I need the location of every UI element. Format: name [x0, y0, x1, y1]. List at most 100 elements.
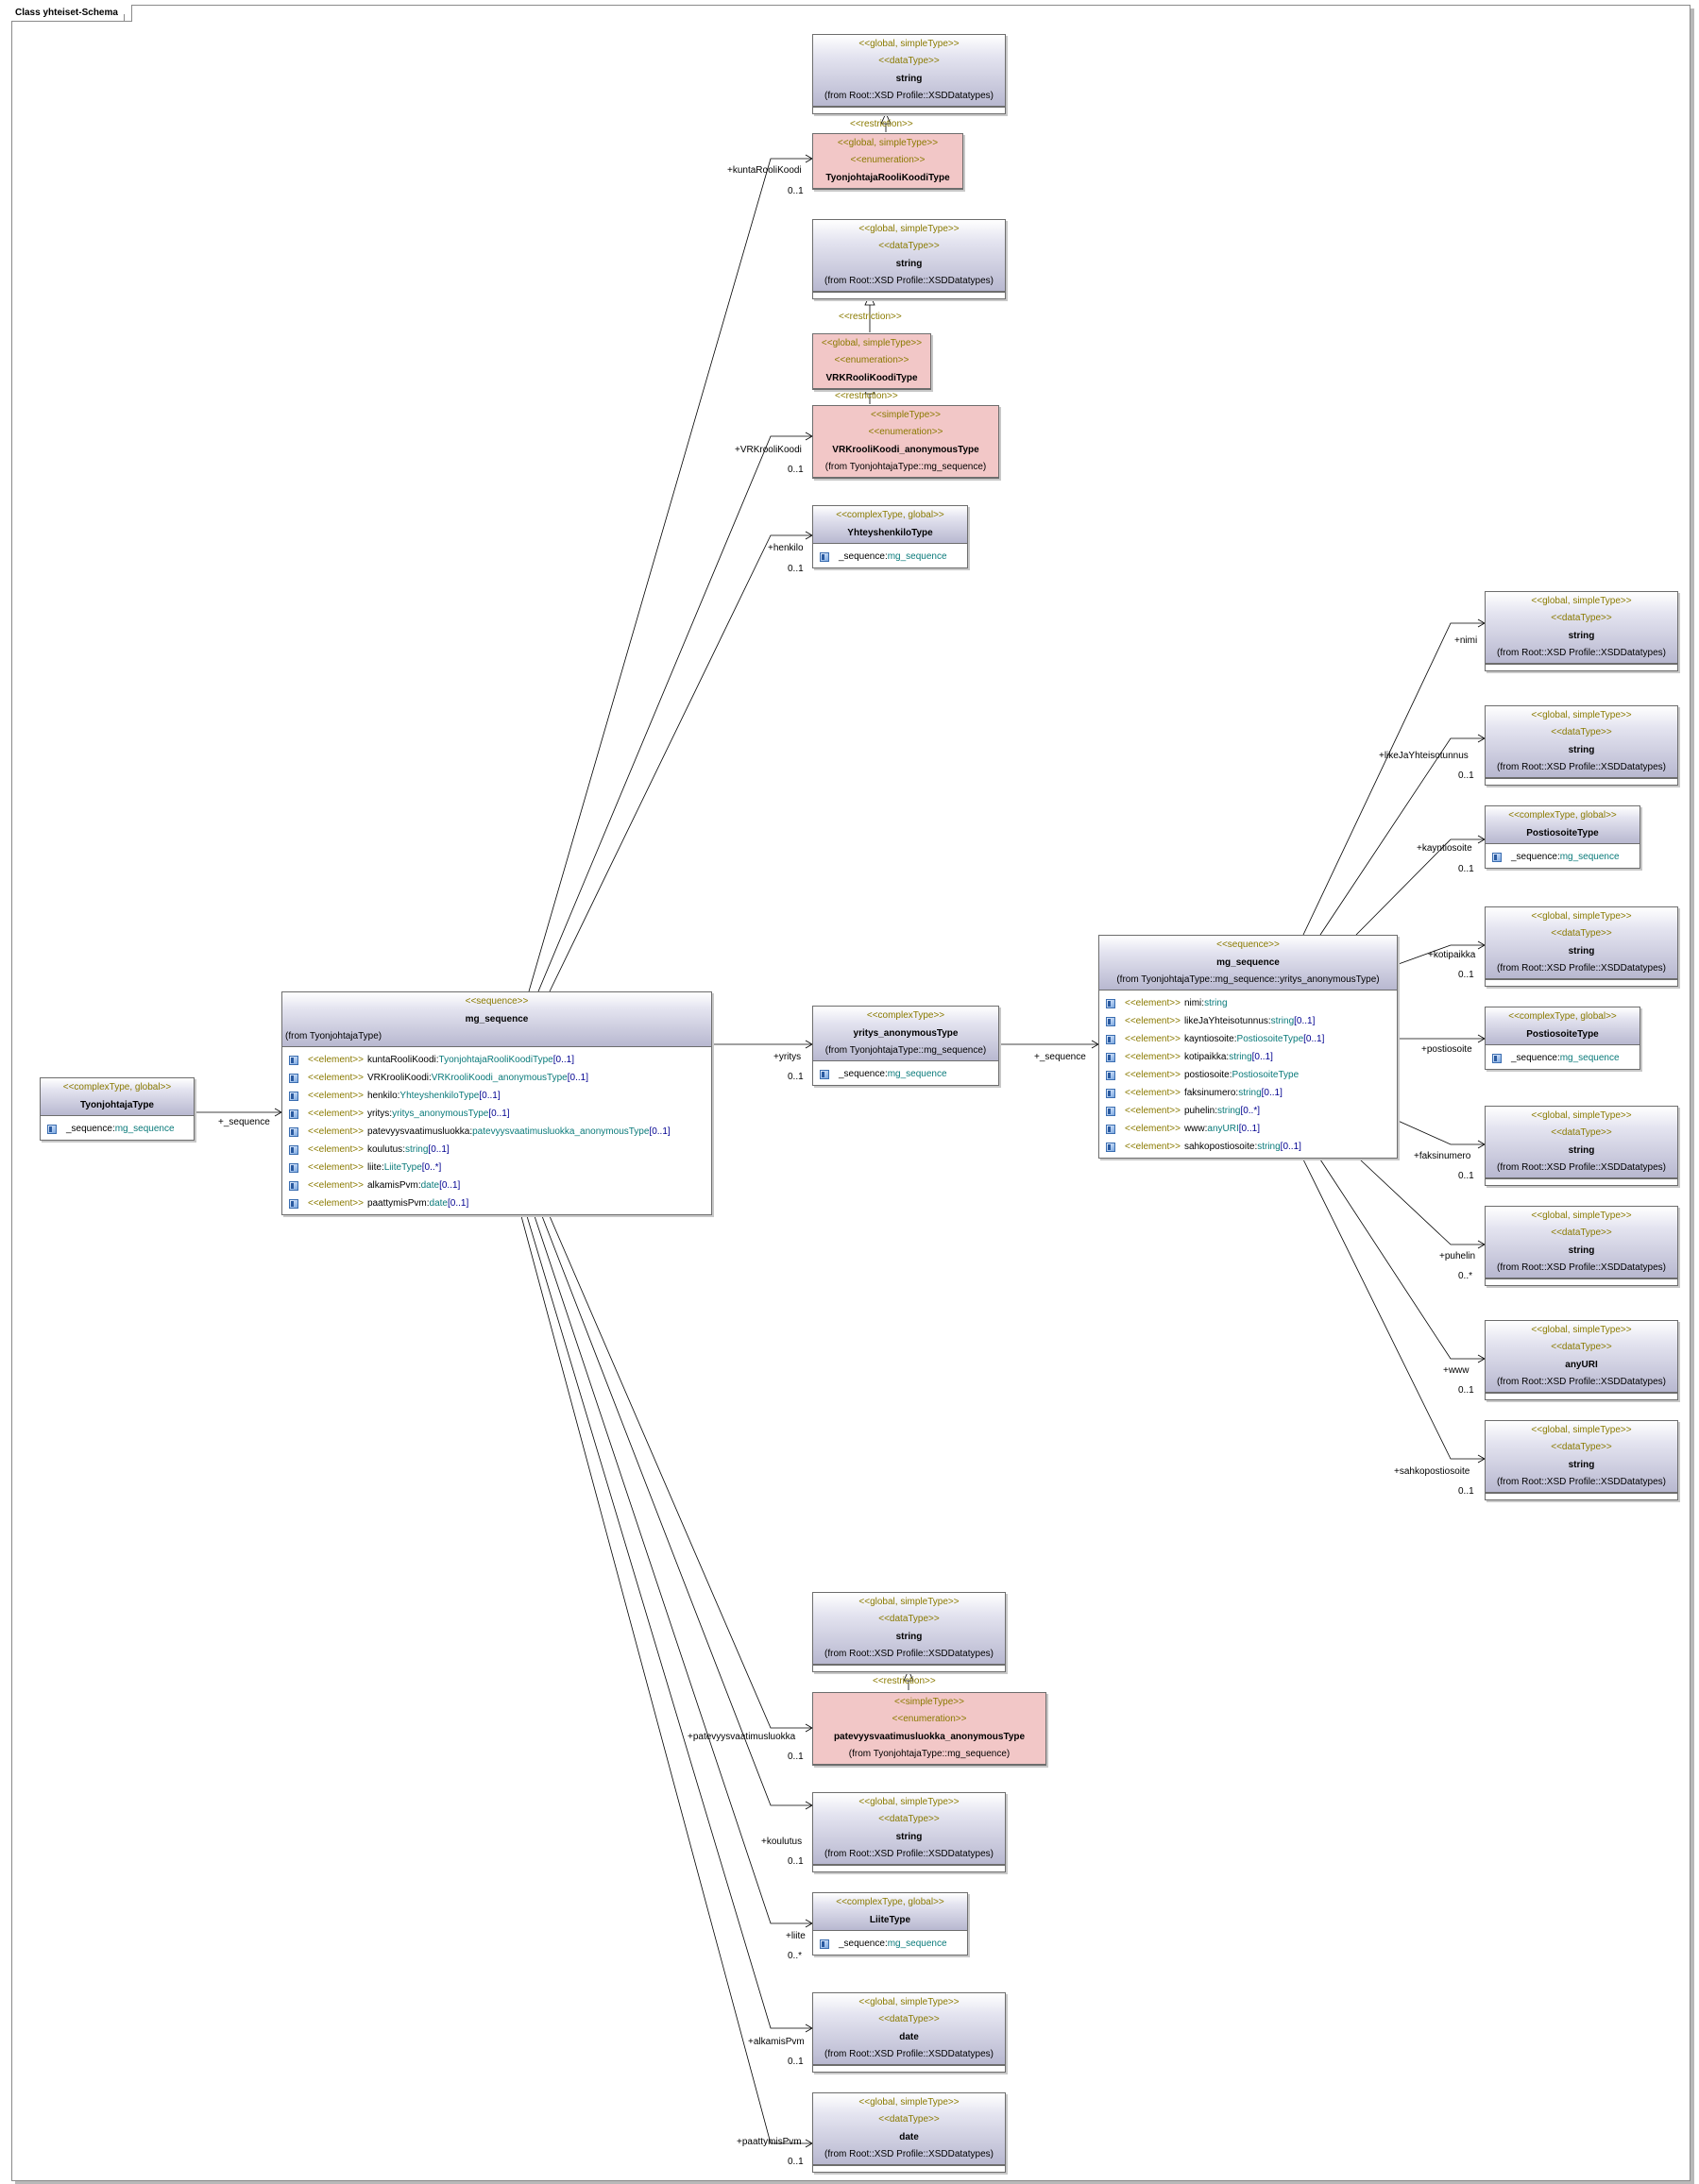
datatype-string-nimi[interactable]: <<global, simpleType>> <<dataType>> stri… [1485, 591, 1678, 671]
attribute-row[interactable]: <<element>>liite:LiiteType[0..*] [286, 1159, 707, 1177]
triangle-head [864, 294, 875, 306]
attribute-row[interactable]: <<element>>kuntaRooliKoodi:TyonjohtajaRo… [286, 1051, 707, 1069]
datatype-string-like[interactable]: <<global, simpleType>> <<dataType>> stri… [1485, 705, 1678, 786]
attribute-row[interactable]: _sequence:mg_sequence [1489, 848, 1636, 866]
stereotype: <<global, simpleType>> [858, 1597, 960, 1607]
attribute-type: TyonjohtajaRooliKoodiType [438, 1055, 553, 1065]
attribute-multiplicity: [0..1] [447, 1198, 469, 1209]
attribute-multiplicity: [0..1] [479, 1091, 501, 1101]
class-yritys-anonymoustype[interactable]: <<complexType>> yritys_anonymousType (fr… [812, 1006, 999, 1086]
attribute-row[interactable]: _sequence:mg_sequence [817, 548, 963, 566]
attribute-row[interactable]: <<element>>nimi:string [1103, 994, 1393, 1012]
attribute-type: string [1257, 1142, 1281, 1152]
attribute-row[interactable]: _sequence:mg_sequence [817, 1935, 963, 1953]
edge-like [1319, 737, 1485, 936]
attribute-icon [820, 551, 829, 562]
stereotype: <<complexType, global>> [836, 510, 944, 520]
datatype-string-sahko[interactable]: <<global, simpleType>> <<dataType>> stri… [1485, 1420, 1678, 1500]
attribute-row[interactable]: <<element>>kayntiosoite:PostiosoiteType[… [1103, 1030, 1393, 1048]
from-note: (from Root::XSD Profile::XSDDatatypes) [1497, 1162, 1666, 1173]
class-name: string [895, 1632, 923, 1642]
stereotype: <<dataType>> [1551, 613, 1612, 623]
class-postiosoitetype-kaynti[interactable]: <<complexType, global>> PostiosoiteType … [1485, 805, 1640, 869]
datatype-anyuri-www[interactable]: <<global, simpleType>> <<dataType>> anyU… [1485, 1320, 1678, 1400]
attribute-row[interactable]: <<element>>alkamisPvm:date[0..1] [286, 1177, 707, 1194]
attribute-row[interactable]: <<element>>paattymisPvm:date[0..1] [286, 1194, 707, 1212]
attribute-row[interactable]: <<element>>www:anyURI[0..1] [1103, 1120, 1393, 1138]
attribute-stereotype: <<element>> [1125, 1034, 1181, 1044]
class-name: yritys_anonymousType [853, 1028, 959, 1039]
attribute-row[interactable]: <<element>>faksinumero:string[0..1] [1103, 1084, 1393, 1102]
from-note: (from Root::XSD Profile::XSDDatatypes) [1497, 648, 1666, 658]
stereotype: <<simpleType>> [894, 1697, 964, 1707]
attribute-stereotype: <<element>> [308, 1091, 364, 1101]
attribute-type: string [404, 1144, 429, 1155]
attributes: _sequence:mg_sequence [1486, 844, 1640, 868]
class-tyonjohtajatype[interactable]: <<complexType, global>> TyonjohtajaType … [40, 1077, 195, 1141]
stereotype: <<global, simpleType>> [1531, 1425, 1632, 1435]
datatype-string-koti[interactable]: <<global, simpleType>> <<dataType>> stri… [1485, 906, 1678, 987]
attribute-name: liite [366, 1162, 382, 1173]
attribute-row[interactable]: _sequence:mg_sequence [1489, 1049, 1636, 1067]
from-note: (from TyonjohtajaType::mg_sequence) [824, 462, 987, 472]
attribute-type: string [1204, 998, 1228, 1008]
attribute-row[interactable]: <<element>>VRKrooliKoodi:VRKrooliKoodi_a… [286, 1069, 707, 1087]
class-name: TyonjohtajaRooliKoodiType [825, 173, 950, 183]
attribute-icon [289, 1091, 298, 1101]
datatype-string-2[interactable]: <<global, simpleType>> <<dataType>> stri… [812, 219, 1006, 299]
datatype-string-koulutus[interactable]: <<global, simpleType>> <<dataType>> stri… [812, 1792, 1006, 1872]
attribute-type: anyURI [1207, 1124, 1239, 1134]
edge-koti [1395, 944, 1485, 966]
datatype-string-bottom[interactable]: <<global, simpleType>> <<dataType>> stri… [812, 1592, 1006, 1672]
multiplicity-label: 0..1 [1458, 1385, 1474, 1396]
attribute-type: string [1216, 1106, 1241, 1116]
attribute-row[interactable]: _sequence:mg_sequence [817, 1065, 994, 1083]
attribute-name: _sequence [839, 551, 885, 562]
enum-tyonjohtajaroolikooditype[interactable]: <<global, simpleType>> <<enumeration>> T… [812, 133, 963, 190]
stereotype: <<sequence>> [465, 996, 529, 1007]
attribute-row[interactable]: <<element>>koulutus:string[0..1] [286, 1141, 707, 1159]
class-header: <<global, simpleType>> <<dataType>> stri… [1486, 1421, 1677, 1493]
attribute-row[interactable]: <<element>>postiosoite:PostiosoiteType [1103, 1066, 1393, 1084]
stereotype: <<dataType>> [878, 2114, 940, 2125]
stereotype: <<dataType>> [878, 241, 940, 251]
stereotype: <<enumeration>> [892, 1714, 967, 1724]
datatype-date-alkamispvm[interactable]: <<global, simpleType>> <<dataType>> date… [812, 1992, 1006, 2073]
attribute-row[interactable]: <<element>>sahkopostiosoite:string[0..1] [1103, 1138, 1393, 1156]
attribute-row[interactable]: <<element>>henkilo:YhteyshenkiloType[0..… [286, 1087, 707, 1105]
class-header: <<global, simpleType>> <<enumeration>> V… [813, 334, 930, 389]
attribute-type: mg_sequence [887, 1069, 947, 1079]
class-yhteyshenkilotype[interactable]: <<complexType, global>> YhteyshenkiloTyp… [812, 505, 968, 568]
attribute-row[interactable]: _sequence:mg_sequence [44, 1120, 190, 1138]
class-header: <<global, simpleType>> <<dataType>> stri… [813, 1793, 1005, 1865]
from-note: (from Root::XSD Profile::XSDDatatypes) [1497, 1262, 1666, 1273]
class-postiosoitetype-posti[interactable]: <<complexType, global>> PostiosoiteType … [1485, 1007, 1640, 1070]
datatype-string-puhelin[interactable]: <<global, simpleType>> <<dataType>> stri… [1485, 1206, 1678, 1286]
attributes: _sequence:mg_sequence [1486, 1045, 1640, 1069]
from-note: (from Root::XSD Profile::XSDDatatypes) [824, 2149, 994, 2159]
from-note: (from TyonjohtajaType::mg_sequence) [848, 1749, 1011, 1759]
attribute-row[interactable]: <<element>>yritys:yritys_anonymousType[0… [286, 1105, 707, 1123]
enum-vrkroolikooditype[interactable]: <<global, simpleType>> <<enumeration>> V… [812, 333, 931, 390]
attribute-stereotype: <<element>> [308, 1109, 364, 1119]
datatype-string-1[interactable]: <<global, simpleType>> <<dataType>> stri… [812, 34, 1006, 114]
role-label: +kuntaRooliKoodi [727, 165, 802, 176]
datatype-date-paattymispvm[interactable]: <<global, simpleType>> <<dataType>> date… [812, 2092, 1006, 2173]
stereotype: <<enumeration>> [834, 355, 909, 365]
enum-patevyysvaatimusluokka-anonymoustype[interactable]: <<simpleType>> <<enumeration>> patevyysv… [812, 1692, 1046, 1766]
restriction-label: <<restriction>> [873, 1676, 936, 1686]
enum-vrkroolikoodi-anonymoustype[interactable]: <<simpleType>> <<enumeration>> VRKrooliK… [812, 405, 999, 479]
class-mg-sequence-yritys[interactable]: <<sequence>> mg_sequence (from Tyonjohta… [1098, 935, 1398, 1159]
attribute-row[interactable]: <<element>>patevyysvaatimusluokka:patevy… [286, 1123, 707, 1141]
class-mg-sequence-main[interactable]: <<sequence>> mg_sequence (from Tyonjohta… [281, 991, 712, 1215]
attribute-row[interactable]: <<element>>puhelin:string[0..*] [1103, 1102, 1393, 1120]
attribute-stereotype: <<element>> [1125, 1088, 1181, 1098]
datatype-string-faksi[interactable]: <<global, simpleType>> <<dataType>> stri… [1485, 1106, 1678, 1186]
attribute-row[interactable]: <<element>>kotipaikka:string[0..1] [1103, 1048, 1393, 1066]
class-liitetype[interactable]: <<complexType, global>> LiiteType _seque… [812, 1892, 968, 1955]
attribute-stereotype: <<element>> [1125, 1142, 1181, 1152]
attribute-multiplicity: [0..1] [488, 1109, 510, 1119]
attribute-name: paattymisPvm [366, 1198, 427, 1209]
stereotype: <<dataType>> [1551, 1442, 1612, 1452]
attribute-row[interactable]: <<element>>likeJaYhteisotunnus:string[0.… [1103, 1012, 1393, 1030]
